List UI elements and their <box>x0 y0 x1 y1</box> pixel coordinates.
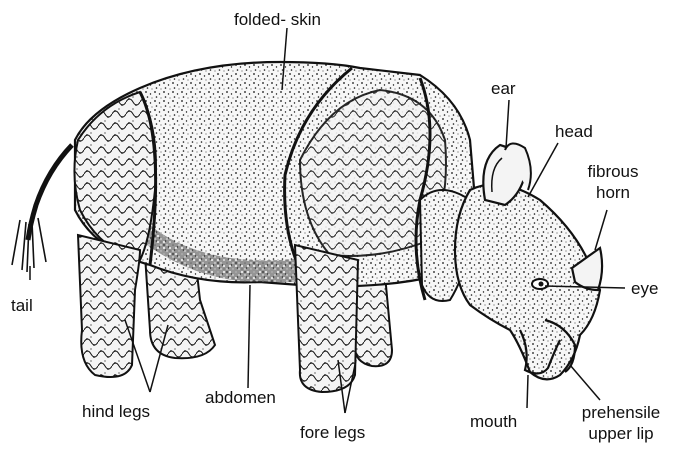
hind-quarter <box>74 92 156 260</box>
label-hind-legs: hind legs <box>82 402 150 422</box>
label-ear: ear <box>491 79 516 99</box>
label-mouth: mouth <box>470 412 517 432</box>
label-eye: eye <box>631 279 658 299</box>
label-fore-legs: fore legs <box>300 423 365 443</box>
label-horn: horn <box>583 183 643 203</box>
tail-shape <box>12 145 72 272</box>
label-abdomen: abdomen <box>205 388 276 408</box>
label-upper-lip: upper lip <box>566 424 676 444</box>
label-tail: tail <box>11 296 33 316</box>
label-head: head <box>555 122 593 142</box>
label-folded-skin: folded- skin <box>234 10 321 30</box>
label-prehensile: prehensile <box>566 403 676 423</box>
near-fore-leg <box>295 245 358 392</box>
label-fibrous: fibrous <box>583 162 643 182</box>
near-hind-leg <box>78 235 140 377</box>
